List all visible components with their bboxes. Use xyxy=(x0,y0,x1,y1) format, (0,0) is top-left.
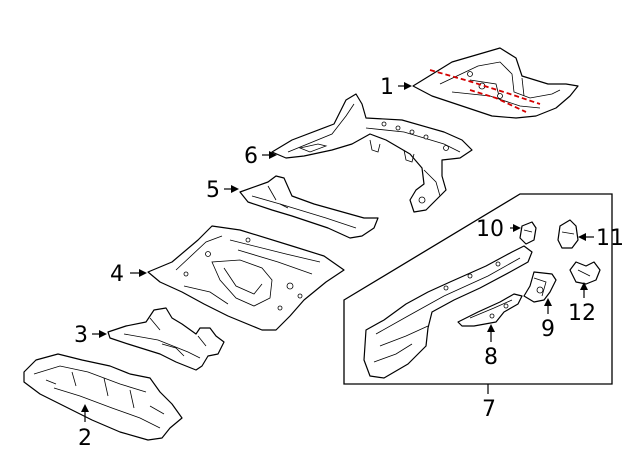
callout-11: 11 xyxy=(596,226,624,251)
part-10-clip[interactable] xyxy=(519,221,537,245)
part-11-bracket[interactable] xyxy=(557,219,579,249)
callout-3: 3 xyxy=(74,323,88,348)
callout-1: 1 xyxy=(380,75,394,100)
part-5-floor-crossmember[interactable] xyxy=(239,175,379,239)
part-8-bracket[interactable] xyxy=(457,293,523,327)
callout-5: 5 xyxy=(206,178,220,203)
callout-12: 12 xyxy=(568,301,596,326)
part-9-bracket[interactable] xyxy=(523,271,557,303)
callout-10: 10 xyxy=(476,217,504,242)
part-3-front-crossmember[interactable] xyxy=(107,307,225,371)
callout-2: 2 xyxy=(78,426,92,451)
part-7-inset-box xyxy=(343,193,613,385)
part-1-rear-floor-pan[interactable] xyxy=(412,47,579,119)
callout-8: 8 xyxy=(484,345,498,370)
part-2-floor-insulator[interactable] xyxy=(23,353,183,441)
callout-leaders xyxy=(81,82,594,422)
callout-4: 4 xyxy=(110,262,124,287)
callout-7: 7 xyxy=(482,397,496,422)
callout-6: 6 xyxy=(244,144,258,169)
callout-9: 9 xyxy=(541,317,555,342)
part-7-floor-rail[interactable] xyxy=(363,245,533,379)
part-12-bracket[interactable] xyxy=(569,261,601,285)
part-4-front-floor-pan[interactable] xyxy=(147,225,345,331)
part-6-crossmember-frame[interactable] xyxy=(271,93,473,213)
